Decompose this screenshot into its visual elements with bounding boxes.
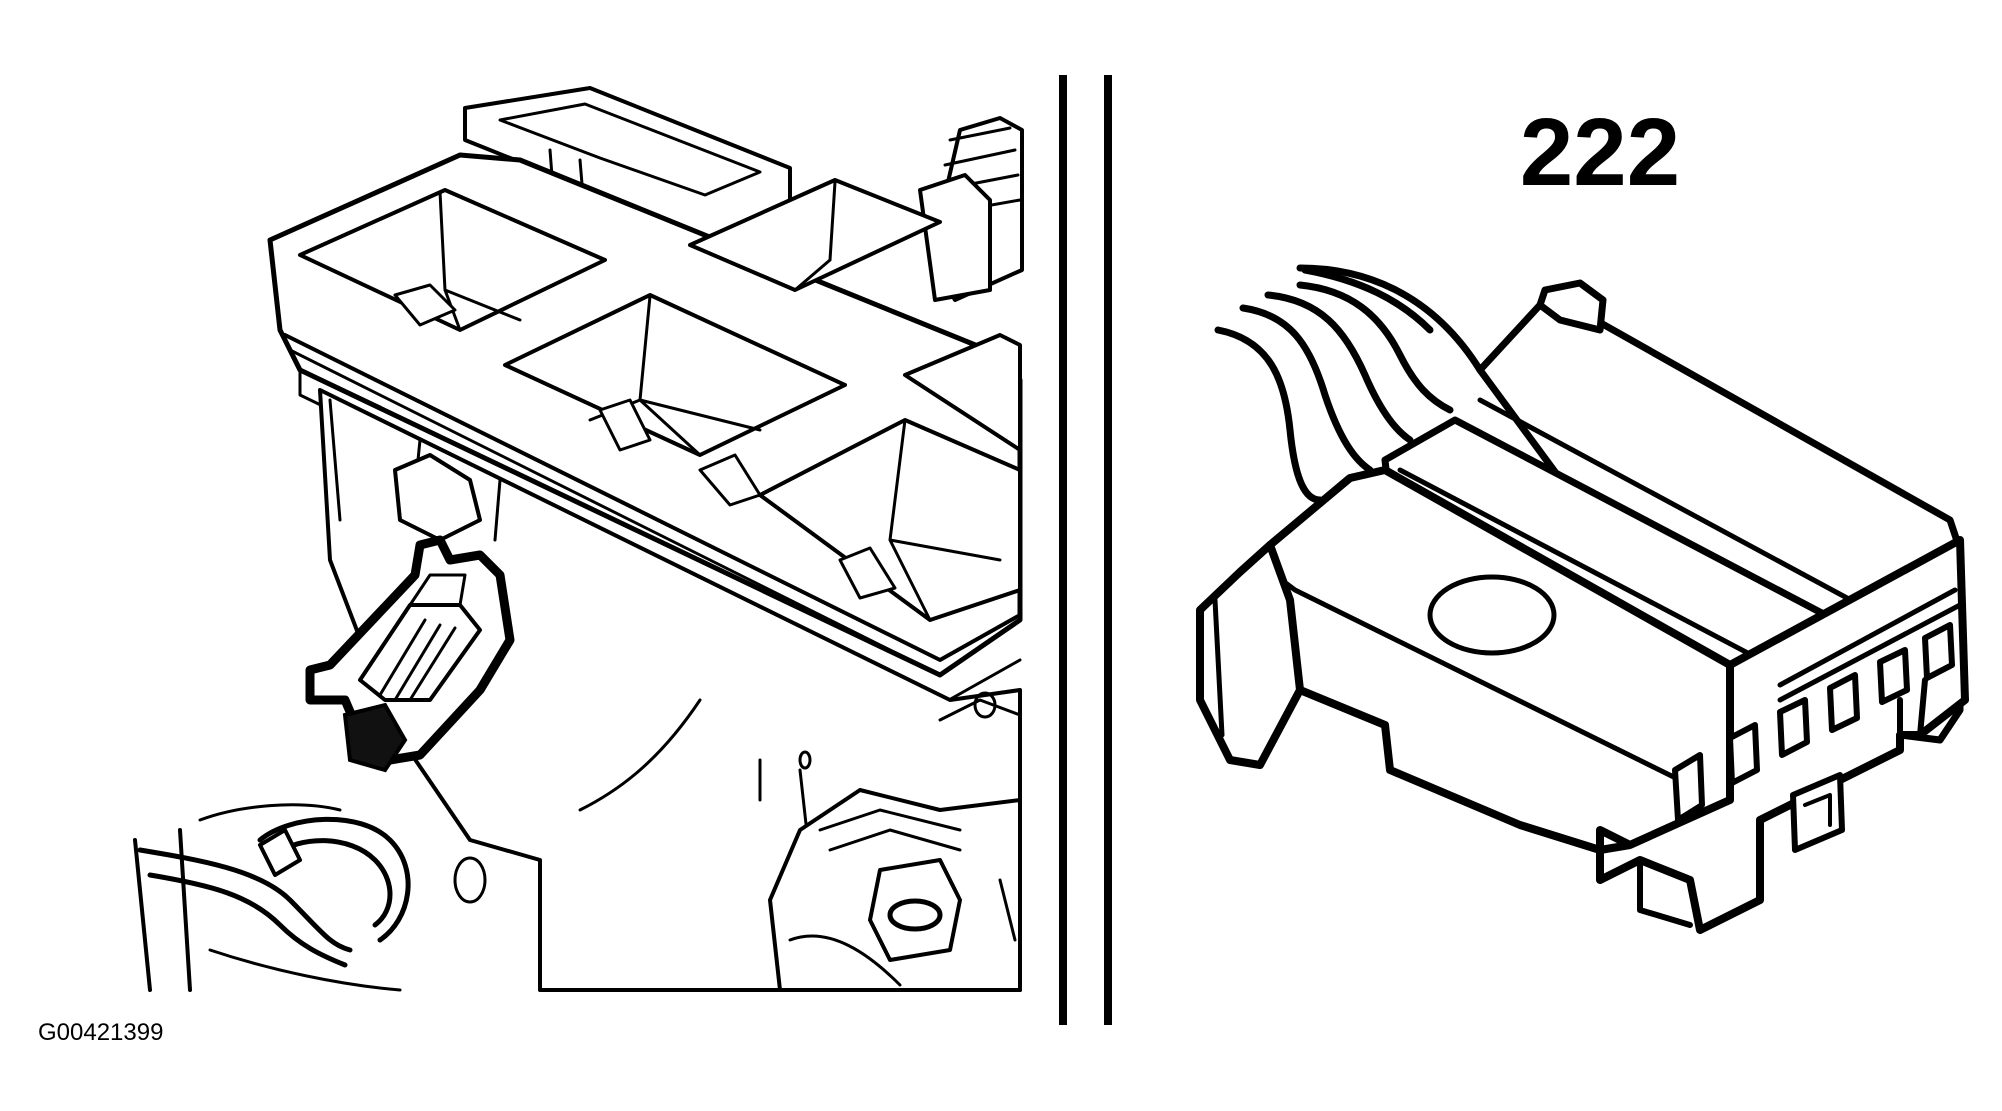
vent-grille bbox=[267, 152, 1023, 707]
lower-mechanism bbox=[768, 691, 1022, 992]
rear-frames bbox=[463, 86, 1024, 302]
mode-door-actuator bbox=[305, 535, 515, 773]
connector-rear-latch bbox=[1536, 279, 1607, 334]
hvac-module-illustration bbox=[133, 86, 1024, 992]
wiring-harness bbox=[133, 803, 487, 992]
connector-222-illustration bbox=[1196, 264, 1969, 934]
connector-wires bbox=[1214, 264, 1484, 504]
connector-lock-button bbox=[1427, 574, 1557, 656]
panel-separator bbox=[1059, 75, 1112, 1025]
figure-id-label: G00421399 bbox=[38, 1019, 163, 1046]
connector-latch-tab bbox=[1196, 541, 1304, 769]
terminal-cavities bbox=[1672, 622, 1955, 823]
connector-front-housing bbox=[1266, 466, 1734, 854]
connector-number-label: 222 bbox=[1520, 99, 1680, 206]
actuator-connector-plug bbox=[342, 702, 408, 773]
